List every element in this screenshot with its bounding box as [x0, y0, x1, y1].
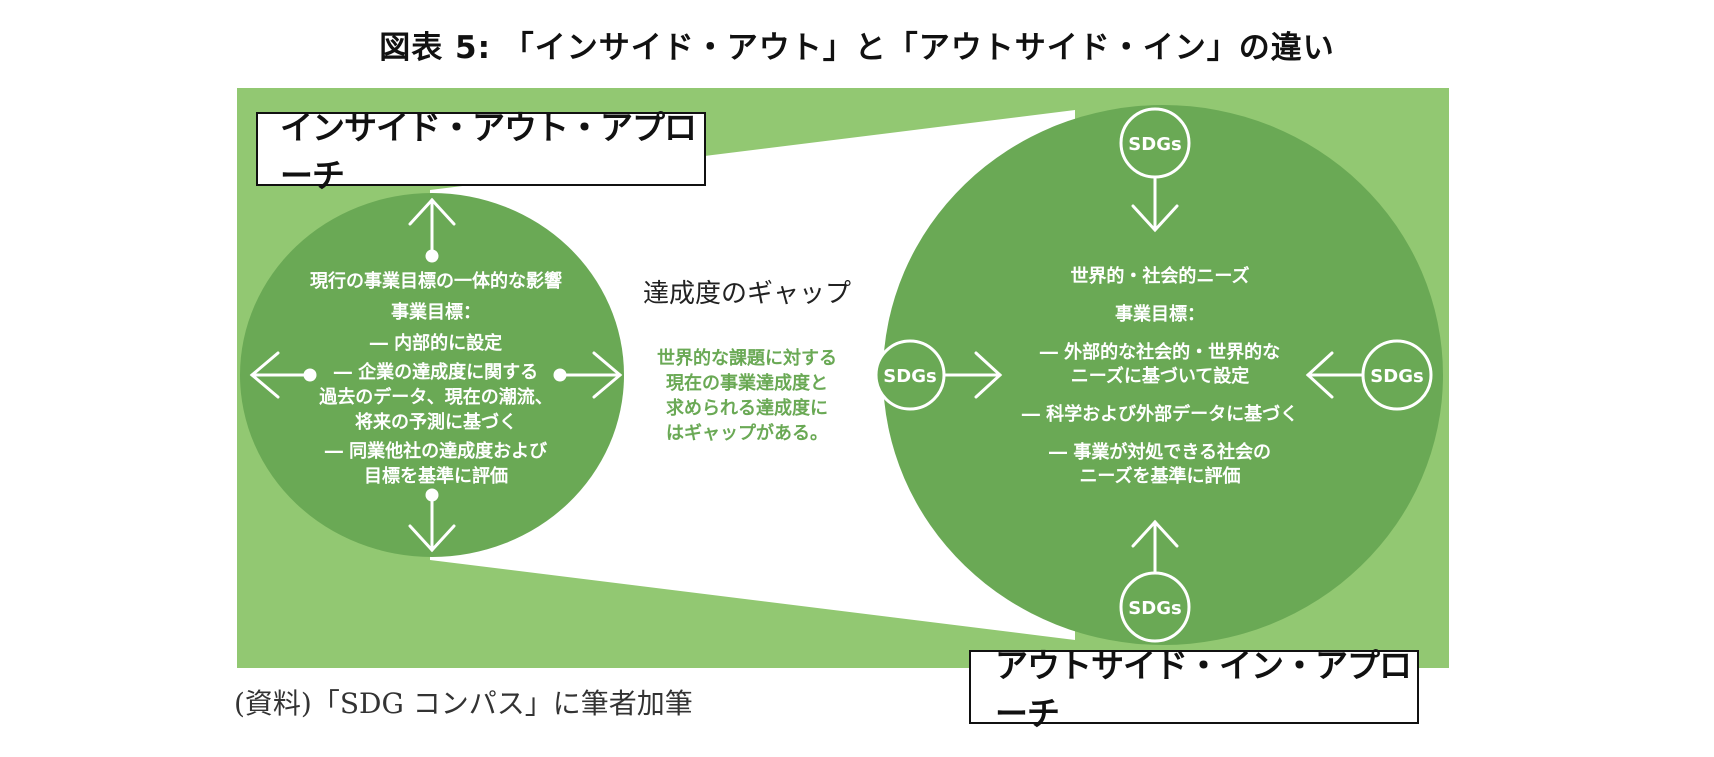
outside-line: ニーズを基準に評価 — [1079, 465, 1240, 487]
sdgs-label: SDGs — [883, 366, 936, 387]
figure-title: 図表 5: 「インサイド・アウト」と「アウトサイド・イン」の違い — [379, 30, 1335, 66]
inside-line: 事業目標： — [391, 301, 481, 323]
sdgs-nodes: SDGs SDGs SDGs SDGs — [874, 107, 1433, 643]
inside-out-circle — [240, 193, 624, 557]
outside-line: ― 事業が対処できる社会の — [1049, 441, 1271, 463]
arrow-right — [553, 351, 623, 399]
inside-line: 将来の予測に基づく — [355, 411, 517, 433]
gap-line: はギャップがある。 — [666, 422, 828, 444]
inside-line: ― 内部的に設定 — [370, 332, 502, 354]
gap-funnel — [430, 110, 1075, 640]
outside-in-text: 世界的・社会的ニーズ 事業目標： ― 外部的な社会的・世界的な ニーズに基づいて… — [1022, 265, 1298, 487]
sdgs-label: SDGs — [1128, 134, 1181, 155]
outside-in-label-box: アウトサイド・イン・アプローチ — [969, 646, 1419, 733]
inside-line: 過去のデータ、現在の潮流、 — [319, 386, 552, 408]
outside-line: 世界的・社会的ニーズ — [1070, 265, 1249, 287]
outside-line: ニーズに基づいて設定 — [1071, 365, 1250, 387]
gap-line: 世界的な課題に対する — [657, 347, 837, 369]
outside-line: ― 外部的な社会的・世界的な — [1040, 341, 1280, 363]
sdgs-left: SDGs — [874, 339, 1003, 411]
outside-line: ― 科学および外部データに基づく — [1022, 403, 1298, 425]
outside-in-label: アウトサイド・イン・アプローチ — [995, 646, 1412, 733]
sdgs-label: SDGs — [1370, 366, 1423, 387]
inside-out-label-box: インサイド・アウト・アプローチ — [256, 108, 706, 195]
gap-line: 求められる達成度に — [666, 397, 828, 419]
inside-out-label: インサイド・アウト・アプローチ — [280, 108, 697, 195]
sdgs-bottom: SDGs — [1119, 519, 1191, 643]
gap-description: 世界的な課題に対する 現在の事業達成度と 求められる達成度に はギャップがある。 — [657, 347, 837, 444]
gap-title: 達成度のギャップ — [643, 279, 851, 309]
arrow-up — [408, 197, 456, 263]
inside-out-text: 現行の事業目標の一体的な影響 事業目標： ― 内部的に設定 ― 企業の達成度に関… — [310, 270, 562, 487]
gap-line: 現在の事業達成度と — [666, 372, 828, 394]
arrow-left — [249, 351, 317, 399]
inside-line: ― 企業の達成度に関する — [334, 361, 538, 383]
inside-line: 目標を基準に評価 — [364, 465, 508, 487]
inside-line: 現行の事業目標の一体的な影響 — [310, 270, 562, 292]
sdgs-right: SDGs — [1305, 339, 1433, 411]
sdgs-label: SDGs — [1128, 598, 1181, 619]
outside-in-circle — [883, 105, 1443, 645]
source-note: (資料)「SDG コンパス」に筆者加筆 — [234, 687, 693, 720]
sdgs-top: SDGs — [1119, 107, 1191, 233]
outward-arrows — [249, 197, 623, 553]
arrow-down — [408, 488, 456, 553]
outside-line: 事業目標： — [1115, 303, 1205, 325]
inside-line: ― 同業他社の達成度および — [325, 440, 548, 462]
